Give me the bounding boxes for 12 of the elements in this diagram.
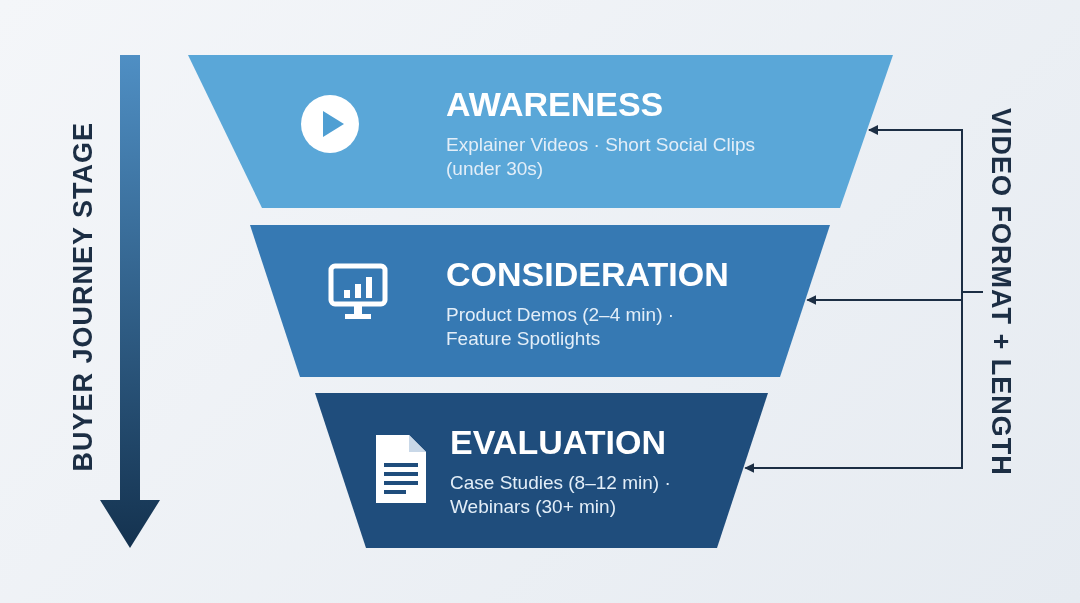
funnel-stage: [315, 393, 768, 548]
axis-label: BUYER JOURNEY STAGE: [68, 122, 99, 472]
funnel-stage: [250, 225, 830, 377]
arrow: [744, 290, 984, 473]
stage-title: AWARENESS: [446, 85, 664, 124]
stage-title: CONSIDERATION: [446, 255, 729, 294]
format-list: Case Studies (8–12 min) · Webinars (30+ min): [450, 471, 680, 519]
funnel-stage: [188, 55, 893, 208]
stage-title: EVALUATION: [450, 423, 666, 462]
axis-label: VIDEO FORMAT + LENGTH: [985, 108, 1016, 476]
format-list: Explainer Videos · Short Social Clips (under 30s): [446, 133, 806, 181]
format-list: Product Demos (2–4 min) · Feature Spotlights: [446, 303, 716, 351]
